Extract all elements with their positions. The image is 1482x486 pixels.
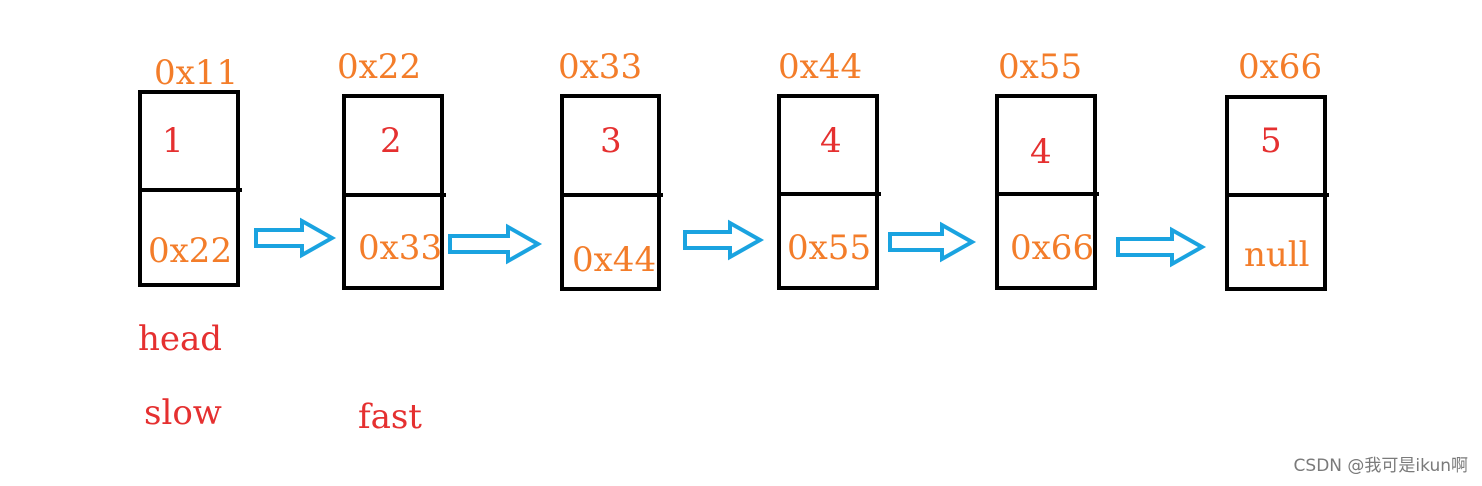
node-address: 0x11 (154, 53, 238, 93)
next-arrow-icon (683, 219, 765, 261)
node-value: 4 (820, 121, 842, 161)
watermark: CSDN @我可是ikun啊 (1293, 456, 1468, 476)
node-next-pointer: 0x22 (148, 231, 232, 271)
node-next-pointer: 0x66 (1010, 228, 1094, 268)
node-address: 0x22 (337, 47, 421, 87)
node-box (342, 94, 444, 290)
next-arrow-icon (1116, 226, 1207, 268)
list-node: 0x22 2 0x33 (337, 47, 446, 290)
node-value: 5 (1260, 121, 1282, 161)
list-node: 0x55 4 0x66 (995, 47, 1099, 290)
list-node: 0x11 1 0x22 (138, 53, 242, 287)
node-address: 0x55 (998, 47, 1082, 87)
list-node: 0x33 3 0x44 (558, 47, 663, 291)
node-value: 2 (380, 121, 402, 161)
node-address: 0x33 (558, 47, 642, 87)
arrows-layer (254, 217, 1207, 268)
nodes-layer: 0x1110x220x2220x330x3330x440x4440x550x55… (138, 47, 1329, 291)
list-node: 0x66 5 null (1225, 47, 1329, 291)
node-value: 1 (162, 121, 184, 161)
node-address: 0x66 (1238, 47, 1322, 87)
fast-label: fast (358, 397, 422, 437)
node-next-pointer: 0x55 (787, 228, 871, 268)
head-label: head (138, 319, 222, 359)
node-address: 0x44 (778, 47, 862, 87)
next-arrow-icon (448, 223, 543, 265)
slow-label: slow (144, 393, 222, 433)
node-next-pointer: 0x44 (572, 240, 656, 280)
node-value: 4 (1030, 132, 1052, 172)
next-arrow-icon (254, 217, 337, 259)
node-next-pointer: 0x33 (358, 228, 442, 268)
node-value: 3 (600, 121, 622, 161)
node-box (560, 94, 661, 291)
list-node: 0x44 4 0x55 (777, 47, 881, 290)
next-arrow-icon (888, 221, 977, 263)
node-next-pointer: null (1244, 235, 1310, 275)
